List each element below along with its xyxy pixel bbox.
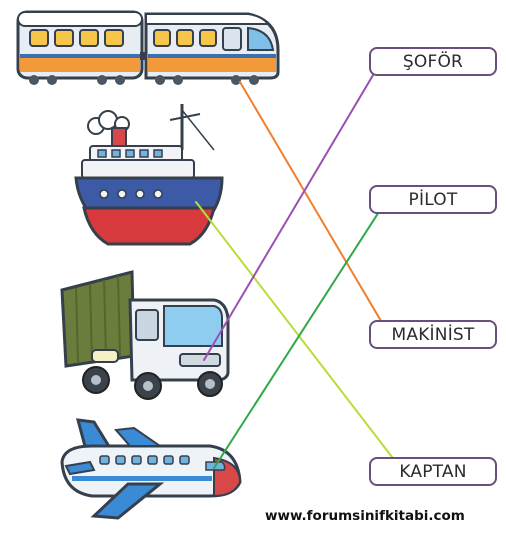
footer-website-text: www.forumsinifkitabi.com [265, 508, 465, 524]
label-kaptan-text: KAPTAN [399, 461, 467, 482]
label-makinist-text: MAKİNİST [391, 324, 475, 345]
line-truck-sofor [203, 59, 383, 361]
label-pilot-text: PİLOT [408, 189, 458, 210]
label-box-makinist[interactable]: MAKİNİST [369, 320, 497, 349]
label-box-sofor[interactable]: ŞOFÖR [369, 47, 497, 76]
truck-icon [60, 270, 230, 400]
airplane-icon [60, 418, 242, 520]
line-train-makinist [239, 81, 385, 327]
matching-lines [195, 59, 403, 471]
line-airplane-pilot [213, 203, 385, 469]
label-box-kaptan[interactable]: KAPTAN [369, 457, 497, 486]
train-icon [16, 10, 280, 85]
ship-icon [74, 104, 224, 246]
label-box-pilot[interactable]: PİLOT [369, 185, 497, 214]
label-sofor-text: ŞOFÖR [402, 51, 464, 72]
